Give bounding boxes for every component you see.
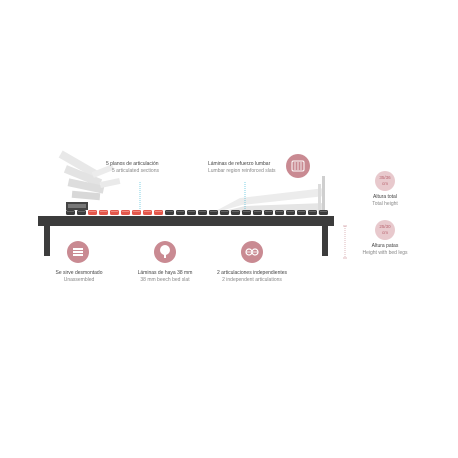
- slat: [264, 210, 273, 215]
- head-section-raised: [58, 150, 121, 201]
- tree-icon: [154, 241, 176, 263]
- slat: [121, 210, 130, 215]
- slat-highlight: [199, 211, 206, 212]
- lumbar-label-en: Lumbar region reinforced slats: [208, 168, 276, 174]
- slat-highlight: [265, 211, 272, 212]
- slat: [99, 210, 108, 215]
- motor-gears-icon: [241, 241, 263, 263]
- total-height-badge: 35/36 cm: [375, 171, 395, 191]
- slat-highlight: [122, 211, 129, 212]
- slat-highlight: [254, 211, 261, 212]
- slat: [220, 210, 229, 215]
- leg-height-label: Altura patas Height with bed legs: [356, 243, 414, 257]
- slat-highlight: [67, 211, 74, 212]
- slat: [66, 210, 75, 215]
- slat-highlight: [166, 211, 173, 212]
- slat: [110, 210, 119, 215]
- slat: [198, 210, 207, 215]
- slat-highlight: [144, 211, 151, 212]
- beech-label-es: Láminas de haya 38 mm: [137, 270, 193, 276]
- slat: [253, 210, 262, 215]
- slat-highlight: [188, 211, 195, 212]
- sections-label-es: 5 planos de articulación: [106, 161, 159, 167]
- slat-highlight: [133, 211, 140, 212]
- beech-label: Láminas de haya 38 mm 38 mm beech bed sl…: [130, 270, 200, 284]
- slat: [286, 210, 295, 215]
- slat: [297, 210, 306, 215]
- slat-highlight: [155, 211, 162, 212]
- slat-highlight: [177, 211, 184, 212]
- articulations-label-en: 2 independent articulations: [222, 277, 282, 283]
- lumbar-label-es: Láminas de refuerzo lumbar: [208, 161, 271, 167]
- leg-height-unit: cm: [381, 230, 388, 235]
- slat-highlight: [210, 211, 217, 212]
- leg-height-badge: 25/30 cm: [375, 220, 395, 240]
- total-height-label-en: Total height: [372, 201, 398, 207]
- stacked-boards-icon: [67, 241, 89, 263]
- slat-highlight: [221, 211, 228, 212]
- beech-label-en: 38 mm beech bed slat: [140, 277, 190, 283]
- lumbar-label: Láminas de refuerzo lumbar Lumbar region…: [208, 161, 276, 175]
- total-height-value: 35/36: [379, 175, 391, 180]
- reinforced-slats-icon: [286, 154, 310, 178]
- leg-height-label-en: Height with bed legs: [362, 250, 408, 256]
- slat: [209, 210, 218, 215]
- total-height-unit: cm: [381, 181, 388, 186]
- slat-highlight: [232, 211, 239, 212]
- slat-highlight: [111, 211, 118, 212]
- bed-frame: [38, 216, 334, 226]
- unassembled-label: Se sirve desmontado Unassembled: [52, 270, 106, 284]
- bed-leg-right: [322, 226, 328, 256]
- sections-label: 5 planos de articulación 5 articulated s…: [106, 161, 159, 175]
- slat: [132, 210, 141, 215]
- slat-highlight: [89, 211, 96, 212]
- foot-section-raised: [210, 176, 325, 214]
- slat-highlight: [78, 211, 85, 212]
- slat: [88, 210, 97, 215]
- slat-highlight: [100, 211, 107, 212]
- slat: [231, 210, 240, 215]
- articulations-label: 2 articulaciones independientes 2 indepe…: [212, 270, 292, 284]
- slats-row: [66, 210, 328, 215]
- slat: [77, 210, 86, 215]
- articulations-label-es: 2 articulaciones independientes: [216, 270, 288, 276]
- sections-label-en: 5 articulated sections: [112, 168, 159, 174]
- slat-highlight: [287, 211, 294, 212]
- slat: [275, 210, 284, 215]
- slat: [319, 210, 328, 215]
- slat: [154, 210, 163, 215]
- total-height-label: Altura total Total height: [360, 194, 410, 208]
- slat-highlight: [243, 211, 250, 212]
- slat: [176, 210, 185, 215]
- slat-highlight: [298, 211, 305, 212]
- slat: [308, 210, 317, 215]
- unassembled-label-en: Unassembled: [63, 277, 95, 283]
- bed-leg-left: [44, 226, 50, 256]
- leg-height-value: 25/30: [379, 224, 391, 229]
- slat-highlight: [309, 211, 316, 212]
- slat: [242, 210, 251, 215]
- slat: [187, 210, 196, 215]
- slat: [165, 210, 174, 215]
- total-height-label-es: Altura total: [373, 194, 397, 200]
- leg-height-label-es: Altura patas: [371, 243, 399, 249]
- unassembled-label-es: Se sirve desmontado: [55, 270, 103, 276]
- slat-highlight: [276, 211, 283, 212]
- slat: [143, 210, 152, 215]
- slat-highlight: [320, 211, 327, 212]
